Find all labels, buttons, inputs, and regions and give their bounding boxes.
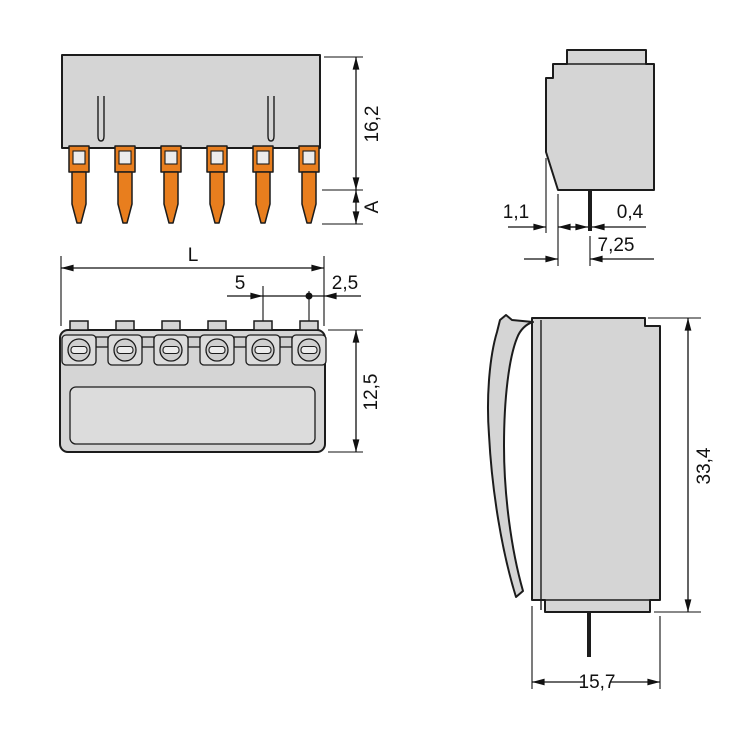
dim-label-foot-offset: 1,1 bbox=[503, 202, 529, 223]
side-small-housing bbox=[545, 49, 655, 191]
release-lever bbox=[487, 314, 534, 598]
dim-label-side-depth: 15,7 bbox=[579, 672, 616, 693]
dim-label-housing-depth: 12,5 bbox=[361, 374, 382, 411]
dim-label-front-height: 16,2 bbox=[362, 106, 383, 143]
clamp-unit-1 bbox=[61, 334, 97, 366]
front-latch-slot-right bbox=[267, 96, 275, 142]
solder-pin-1 bbox=[68, 145, 90, 224]
dimension-pin-setback: 7,25 bbox=[524, 235, 654, 266]
side-view-small: 1,1 0,4 7,25 bbox=[503, 49, 655, 266]
solder-pin-6 bbox=[298, 145, 320, 224]
dim-label-pin-thickness: 0,4 bbox=[617, 202, 644, 223]
dim-label-pole-pitch: 5 bbox=[235, 273, 246, 294]
side-small-pin bbox=[588, 190, 592, 231]
dim-label-pin-setback: 7,25 bbox=[598, 235, 635, 256]
front-housing bbox=[61, 54, 321, 149]
solder-pin-2 bbox=[114, 145, 136, 224]
dim-label-side-height: 33,4 bbox=[694, 447, 715, 484]
dimension-side-height: 33,4 bbox=[648, 317, 715, 613]
dimension-housing-depth: 12,5 bbox=[328, 329, 382, 453]
side-large-pin bbox=[587, 612, 591, 657]
dimension-side-depth: 15,7 bbox=[531, 606, 661, 693]
front-view: 16,2 A bbox=[61, 54, 383, 225]
dimension-pin-thickness: 0,4 bbox=[566, 202, 646, 231]
solder-pin-3 bbox=[160, 145, 182, 224]
dim-label-total-length: L bbox=[188, 245, 199, 266]
side-large-housing bbox=[531, 317, 661, 613]
clamp-unit-4 bbox=[199, 334, 235, 366]
dim-label-edge-offset: 2,5 bbox=[332, 273, 358, 294]
dim-label-pin-length: A bbox=[362, 200, 383, 213]
clamp-unit-3 bbox=[153, 334, 189, 366]
solder-pin-5 bbox=[252, 145, 274, 224]
front-latch-slot-left bbox=[97, 96, 105, 142]
dimension-front-height: 16,2 bbox=[322, 56, 383, 191]
side-view-large: 33,4 15,7 bbox=[487, 314, 715, 693]
plan-base-plate bbox=[69, 386, 316, 445]
dimension-total-length: L bbox=[60, 245, 325, 326]
clamp-unit-5 bbox=[245, 334, 281, 366]
clamp-unit-6 bbox=[291, 334, 327, 366]
plan-view: L 5 2,5 bbox=[59, 245, 382, 453]
pole-center-marker bbox=[305, 292, 313, 300]
solder-pin-4 bbox=[206, 145, 228, 224]
clamp-unit-2 bbox=[107, 334, 143, 366]
dimension-pin-length: A bbox=[322, 189, 383, 225]
dimension-edge-offset: 2,5 bbox=[323, 273, 361, 300]
dimension-pole-pitch: 5 bbox=[227, 273, 324, 327]
